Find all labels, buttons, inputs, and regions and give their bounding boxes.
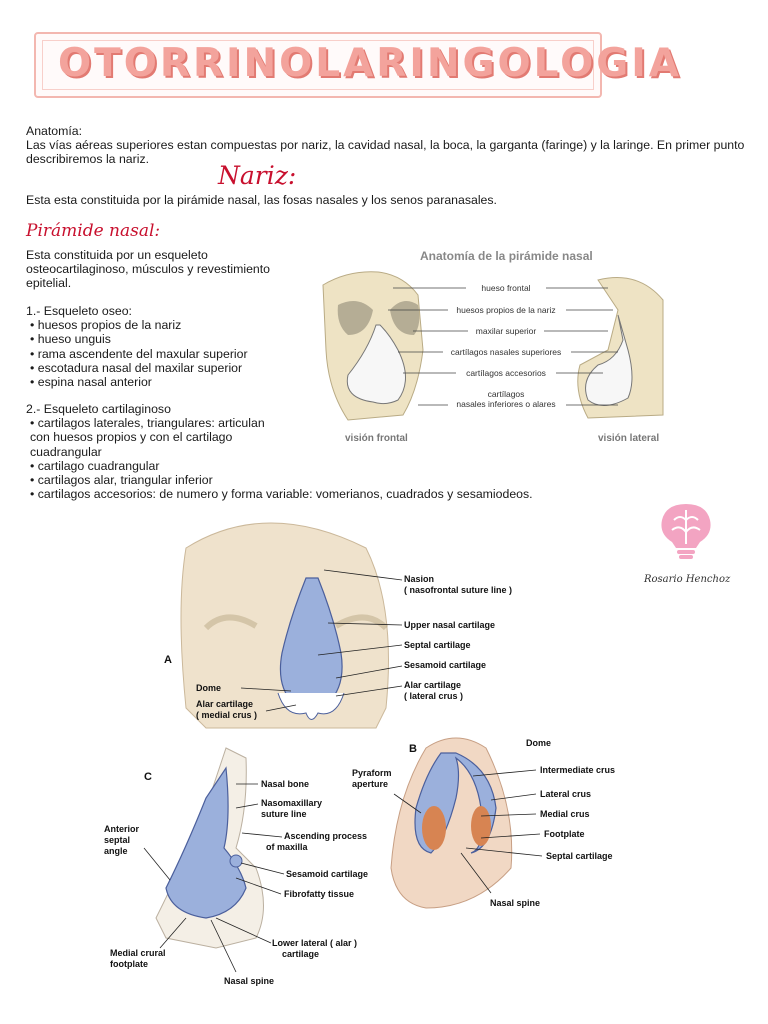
bulb-base-2: [679, 555, 693, 559]
panel-b-nostril-right: [471, 806, 491, 846]
page-title: OTORRINOLARINGOLOGIA: [58, 40, 588, 88]
oseo-heading: 1.- Esqueleto oseo:: [26, 304, 326, 318]
oseo-item: escotadura nasal del maxilar superior: [26, 361, 326, 375]
label-medial-footplate: footplate: [110, 959, 148, 969]
caption-vision-lateral: visión lateral: [598, 433, 659, 444]
nariz-heading: Nariz:: [218, 160, 296, 192]
label-footplate: Footplate: [544, 829, 585, 839]
label-nasal-spine-c: Nasal spine: [224, 976, 274, 986]
label-dome-b: Dome: [526, 738, 551, 748]
cart-item: cartilago cuadrangular: [26, 459, 566, 473]
piramide-heading: Pirámide nasal:: [26, 220, 160, 242]
label-medial-crural: Medial crural: [110, 948, 166, 958]
label-lateral-crus: Lateral crus: [540, 789, 591, 799]
label-aperture: aperture: [352, 779, 388, 789]
oseo-item: rama ascendente del maxular superior: [26, 347, 326, 361]
piramide-nasal-diagram: Anatomía de la pirámide nasal hueso fron…: [318, 240, 668, 450]
label-intermediate-crus: Intermediate crus: [540, 765, 615, 775]
label-nasion: Nasion: [404, 574, 434, 584]
panel-c-sesamoid: [230, 855, 242, 867]
label-lower-lateral-cartilage: cartilage: [282, 949, 319, 959]
label-angle: angle: [104, 846, 128, 856]
nasal-cartilage-diagram: A Nasion ( nasofrontal suture line ) Upp…: [96, 508, 636, 998]
label-alar-lateral-sub: ( lateral crus ): [404, 691, 463, 701]
panel-c-letter: C: [144, 771, 152, 783]
label-sesamoid-cartilage-a: Sesamoid cartilage: [404, 660, 486, 670]
panel-b-nostril-left: [422, 806, 446, 850]
label-maxilar-superior: maxilar superior: [476, 326, 537, 336]
label-cartilagos-superiores: cartílagos nasales superiores: [451, 347, 562, 357]
label-upper-nasal-cartilage: Upper nasal cartilage: [404, 620, 495, 630]
label-cartilagos: cartílagos: [488, 389, 525, 399]
label-septal-cartilage-b: Septal cartilage: [546, 851, 613, 861]
label-medial-crus: Medial crus: [540, 809, 590, 819]
esqueleto-oseo: 1.- Esqueleto oseo: huesos propios de la…: [26, 304, 326, 389]
cart-item: cartilagos alar, triangular inferior: [26, 473, 566, 487]
label-pyraform: Pyraform: [352, 768, 392, 778]
label-cartilagos-accesorios: cartílagos accesorios: [466, 368, 546, 378]
label-nasion-sub: ( nasofrontal suture line ): [404, 585, 512, 595]
label-dome-a: Dome: [196, 683, 221, 693]
label-ascending-process: Ascending process: [284, 831, 367, 841]
diagram1-labels: hueso frontal huesos propios de la nariz…: [443, 282, 571, 410]
bulb-base-1: [677, 550, 695, 554]
anatomia-text: Las vías aéreas superiores estan compues…: [26, 138, 756, 166]
label-suture-line: suture line: [261, 809, 307, 819]
label-sesamoid-cartilage-c: Sesamoid cartilage: [286, 869, 368, 879]
label-nasal-bone: Nasal bone: [261, 779, 309, 789]
cart-item: cartilagos accesorios: de numero y forma…: [26, 487, 566, 501]
label-nasomaxillary: Nasomaxillary: [261, 798, 322, 808]
oseo-item: hueso unguis: [26, 332, 326, 346]
diagram1-title: Anatomía de la pirámide nasal: [420, 249, 593, 263]
label-nasal-spine-b: Nasal spine: [490, 898, 540, 908]
label-alar-lateral: Alar cartilage: [404, 680, 461, 690]
label-septal-cartilage-a: Septal cartilage: [404, 640, 471, 650]
panel-b-letter: B: [409, 743, 417, 755]
cart-item: cartilagos laterales, triangulares: arti…: [26, 416, 270, 459]
signature: Rosario Henchoz: [644, 574, 730, 585]
piramide-text: Esta constituida por un esqueleto osteoc…: [26, 248, 296, 291]
label-huesos-propios: huesos propios de la nariz: [456, 305, 555, 315]
label-septal: septal: [104, 835, 130, 845]
intro-section: Anatomía: Las vías aéreas superiores est…: [26, 124, 756, 167]
label-fibrofatty-tissue: Fibrofatty tissue: [284, 889, 354, 899]
label-of-maxilla: of maxilla: [266, 842, 309, 852]
label-anterior: Anterior: [104, 824, 140, 834]
oseo-item: espina nasal anterior: [26, 375, 326, 389]
panel-a-letter: A: [164, 654, 172, 666]
oseo-item: huesos propios de la nariz: [26, 318, 326, 332]
label-alar-medial-sub: ( medial crus ): [196, 710, 257, 720]
label-nasales-inferiores: nasales inferiores o alares: [456, 399, 555, 409]
label-lower-lateral: Lower lateral ( alar ): [272, 938, 357, 948]
anatomia-heading: Anatomía:: [26, 124, 756, 138]
label-hueso-frontal: hueso frontal: [481, 283, 530, 293]
label-alar-medial: Alar cartilage: [196, 699, 253, 709]
caption-vision-frontal: visión frontal: [345, 433, 408, 444]
nariz-text: Esta esta constituida por la pirámide na…: [26, 193, 746, 207]
brain-lightbulb-icon: [656, 500, 716, 562]
